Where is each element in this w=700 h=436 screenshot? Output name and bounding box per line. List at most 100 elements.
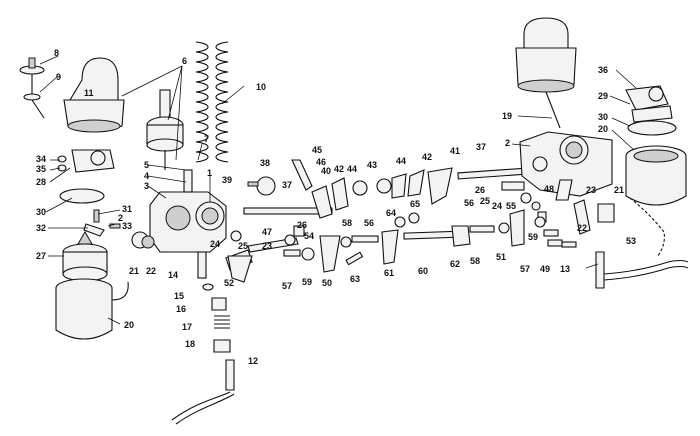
callout-24-left: 24 [210,239,220,249]
pin-56-right [469,225,495,233]
rod-63 [345,251,364,266]
float-part [62,231,108,282]
callout-60: 60 [418,266,428,276]
right-carb-body-part [519,131,613,197]
callout-58-right: 58 [470,256,480,266]
fuel-feed-pipe-part [171,359,235,425]
callout-44-left: 44 [347,164,357,174]
callout-18: 18 [185,339,195,349]
callout-57-left: 57 [282,281,292,291]
callout-11: 11 [84,88,94,98]
callout-39: 39 [222,175,232,185]
nut-65 [408,212,420,224]
centre-linkage-group [227,159,549,283]
callout-45: 45 [312,145,322,155]
callout-5: 5 [144,160,149,170]
washer-59-left [301,247,315,261]
callout-29: 29 [598,91,608,101]
callout-56-right: 56 [464,198,474,208]
callout-52: 52 [224,278,234,288]
suction-chamber-part [63,57,125,133]
callout-22-right: 22 [577,223,587,233]
right-pin-parts [534,216,577,248]
lever-50 [319,235,341,273]
bracket-1 [391,173,407,199]
callout-21-right: 21 [614,185,624,195]
left-carburettor-group [19,41,253,425]
callout-9: 9 [56,72,61,82]
callout-19: 19 [502,111,512,121]
callout-20-right: 20 [598,124,608,134]
callout-20-left: 20 [124,320,134,330]
callout-3: 3 [144,181,149,191]
callout-7: 7 [204,134,209,144]
callout-57-right: 57 [520,264,530,274]
callout-25-right: 25 [480,196,490,206]
callout-53: 53 [626,236,636,246]
callout-22-left: 22 [146,266,156,276]
callout-64: 64 [386,208,396,218]
callout-55: 55 [506,201,516,211]
callout-2-left: 2 [118,213,123,223]
right-fuel-feed-pipe-part [595,251,689,289]
callout-13: 13 [560,264,570,274]
callout-41: 41 [450,146,460,156]
bush-1 [352,180,368,196]
jet-part [197,251,207,279]
throttle-disc [256,176,276,196]
float-chamber-part [55,278,129,340]
callout-23-left: 23 [262,241,272,251]
callout-2-right: 2 [505,138,510,148]
callout-36: 36 [598,65,608,75]
callout-27: 27 [36,251,46,261]
callout-56-left: 56 [364,218,374,228]
callout-1: 1 [207,168,212,178]
lever-mid [331,177,349,211]
callout-30-left: 30 [36,207,46,217]
leader-lines [39,55,637,325]
right-float-chamber-part [625,145,687,206]
callout-30-right: 30 [598,112,608,122]
callout-12: 12 [248,356,258,366]
callout-35: 35 [36,164,46,174]
return-lever [227,255,253,283]
callout-labels: 8 9 11 6 10 7 34 35 28 5 4 3 1 30 31 2 3… [36,48,636,366]
callout-46: 46 [316,157,326,167]
lower-clip [293,225,305,237]
callout-37-right: 37 [476,142,486,152]
throttle-spindle-left [243,207,333,215]
lower-link-joint [284,234,296,246]
callout-47: 47 [262,227,272,237]
callout-17: 17 [182,322,192,332]
right-carburettor-group [501,17,689,289]
callout-61: 61 [384,268,394,278]
callout-4: 4 [144,171,149,181]
clamp-62 [451,225,471,247]
callout-59-right: 59 [528,232,538,242]
callout-65: 65 [410,199,420,209]
bush-2 [376,178,392,194]
jet-assembly-parts [202,283,231,353]
callout-25-left: 25 [238,241,248,251]
callout-40: 40 [321,166,331,176]
small-screw [247,181,259,187]
lever-51 [509,209,525,247]
bracket-2 [407,169,425,197]
callout-43: 43 [367,160,377,170]
washer-58-right [498,222,510,234]
callout-58-left: 58 [342,218,352,228]
right-float-lid-part [625,85,677,136]
pin-57-left [283,249,301,257]
callout-16: 16 [176,304,186,314]
adjust-screw [291,159,313,191]
callout-63: 63 [350,274,360,284]
callout-42-right: 42 [422,152,432,162]
float-chamber-lid-part [57,149,115,173]
callout-26-left: 26 [297,220,307,230]
callout-8: 8 [54,48,59,58]
callout-6: 6 [182,56,187,66]
callout-59-left: 59 [302,277,312,287]
pin-56-left [351,235,379,243]
callout-28: 28 [36,177,46,187]
right-suction-chamber-part [515,17,577,129]
